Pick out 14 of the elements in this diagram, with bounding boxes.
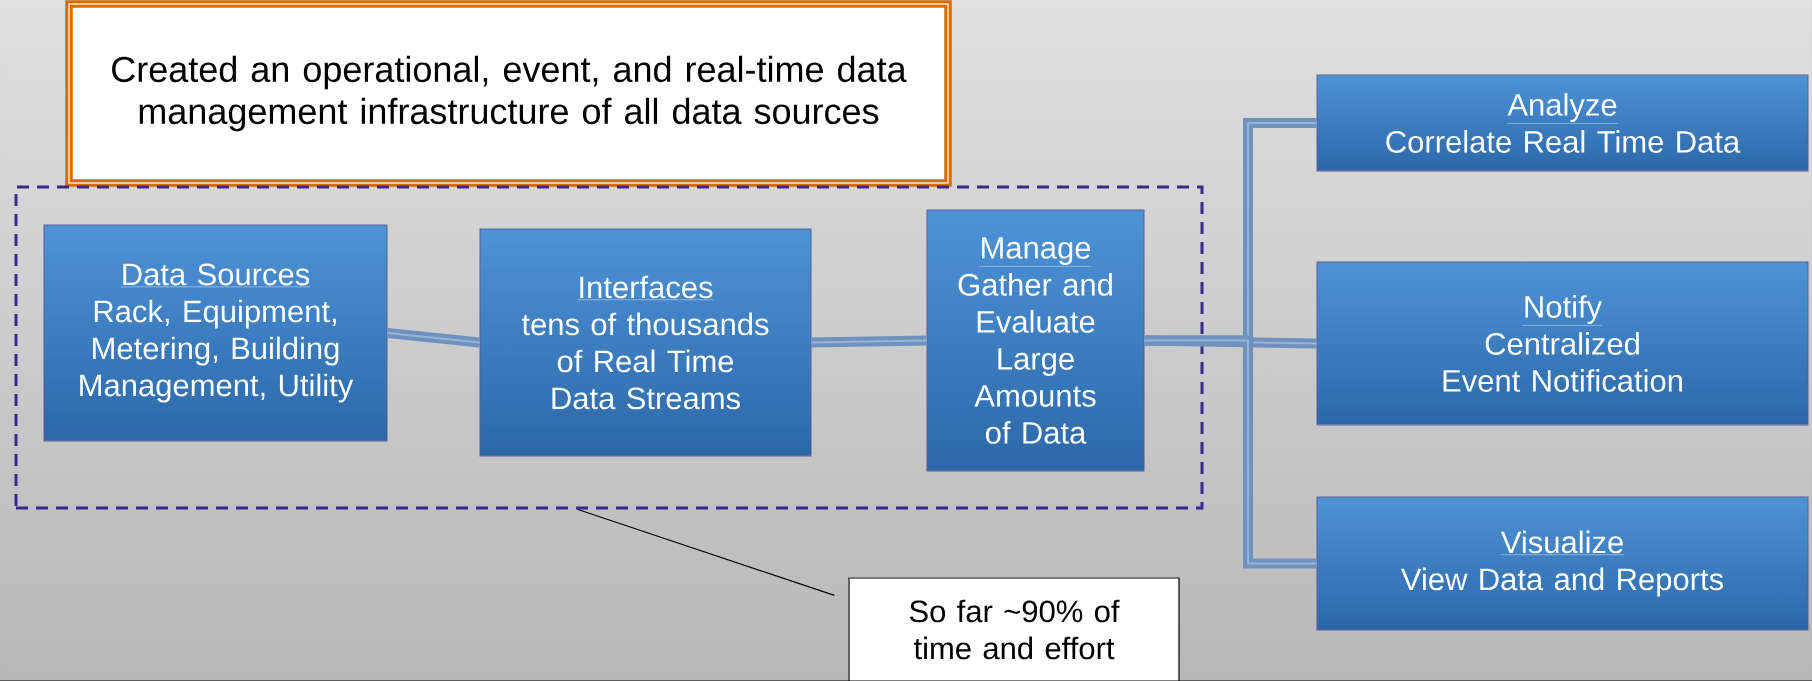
leader-line (577, 508, 835, 596)
process-box: Notify Centralized Event Notification (1316, 261, 1809, 426)
connector-line (810, 335, 928, 348)
process-box: Data Sources Rack, Equipment, Metering, Building Management, Utility (43, 224, 388, 442)
process-box: Interfaces tens of thousands of Real Time Data Streams (479, 228, 812, 457)
connector-line (1143, 335, 1318, 349)
note-box: So far ~90% of time and effort (848, 577, 1180, 681)
process-box: Manage Gather and Evaluate Large Amounts of Data (926, 209, 1145, 472)
note-box: Created an operational, event, and real-time data management infrastructure of all data sources (65, 0, 952, 187)
process-box: Analyze Correlate Real Time Data (1316, 74, 1809, 172)
connector-line (1143, 335, 1318, 569)
dashed-group-frame (14, 185, 1204, 510)
connector-line (386, 328, 481, 348)
process-box: Visualize View Data and Reports (1316, 496, 1809, 631)
